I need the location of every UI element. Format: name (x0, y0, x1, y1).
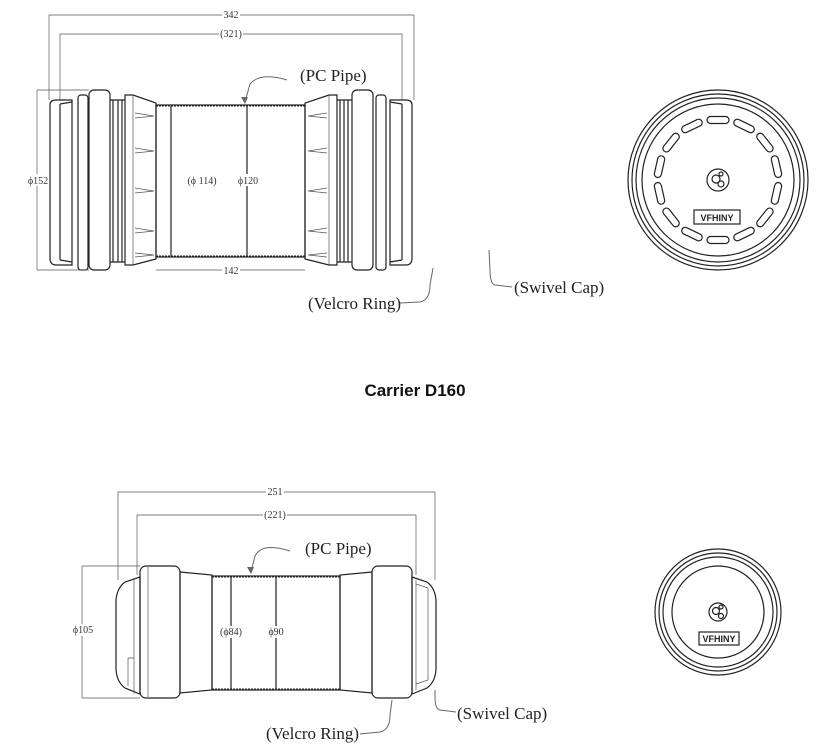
vent-slot (662, 132, 680, 153)
vent-slot (662, 207, 680, 228)
logo-plate (698, 631, 740, 646)
dimension-label: 251 (268, 487, 283, 498)
dimension-overall-length: 342 (48, 9, 415, 100)
logo-plate (693, 209, 741, 225)
vent-slot (770, 155, 783, 179)
vent-slot (733, 226, 755, 242)
vent-slots (653, 115, 783, 245)
right-velcro-ring (351, 89, 374, 271)
valve-icon (706, 168, 730, 192)
brand-logo: VFHINY (700, 213, 733, 223)
pipe-diameter-label: ϕ120 (238, 176, 258, 187)
vent-slot (756, 207, 774, 228)
pc-pipe (155, 104, 306, 258)
bottom-side-view: 251 (221) ϕ105 (ϕ84) ϕ90 (PC Pipe) (70, 486, 547, 743)
pipe-diameter-label: ϕ90 (268, 627, 283, 638)
vent-slot (770, 181, 783, 205)
brand-logo: VFHINY (702, 634, 735, 644)
right-velcro-ring (371, 565, 413, 699)
pc-pipe-label: (PC Pipe) (305, 539, 372, 558)
outer-diameter-label: ϕ152 (28, 176, 48, 187)
vent-slot (706, 115, 730, 125)
left-collar (179, 571, 213, 694)
dimension-label: (321) (220, 29, 242, 40)
dimension-label: 342 (224, 10, 239, 21)
dimension-label: (221) (264, 510, 286, 521)
swivel-cap-label: (Swivel Cap) (514, 278, 604, 297)
inner-diameter-label: (ϕ84) (220, 627, 242, 638)
right-collar (339, 571, 373, 694)
dimension-cap-length: (321) (59, 28, 403, 100)
vent-slot (756, 132, 774, 153)
vent-slot (653, 155, 666, 179)
pipe-length-label: 142 (224, 266, 239, 277)
top-side-view: 342 (321) (27, 9, 604, 313)
bottom-end-view: VFHINY (654, 548, 782, 676)
velcro-ring-label: (Velcro Ring) (266, 724, 359, 743)
velcro-ring-label: (Velcro Ring) (308, 294, 401, 313)
vent-slot (653, 181, 666, 205)
left-fin-collar (124, 94, 157, 266)
vent-slot (706, 235, 730, 245)
outer-diameter-label: ϕ105 (73, 625, 93, 636)
pc-pipe-label: (PC Pipe) (300, 66, 367, 85)
drawing-title: Carrier D160 (364, 381, 465, 400)
valve-icon (708, 602, 728, 622)
right-swivel-cap (411, 576, 437, 695)
right-swivel-cap (389, 99, 413, 266)
top-end-view: VFHINY (627, 89, 809, 271)
left-swivel-cap (49, 99, 73, 266)
inner-diameter-label: (ϕ 114) (187, 176, 216, 187)
left-velcro-ring (88, 89, 111, 271)
vent-slot (681, 118, 703, 134)
left-velcro-ring (139, 565, 181, 699)
swivel-cap-label: (Swivel Cap) (457, 704, 547, 723)
right-fin-collar (304, 94, 338, 266)
vent-slot (733, 118, 755, 134)
vent-slot (681, 226, 703, 242)
left-swivel-cap (115, 576, 141, 695)
